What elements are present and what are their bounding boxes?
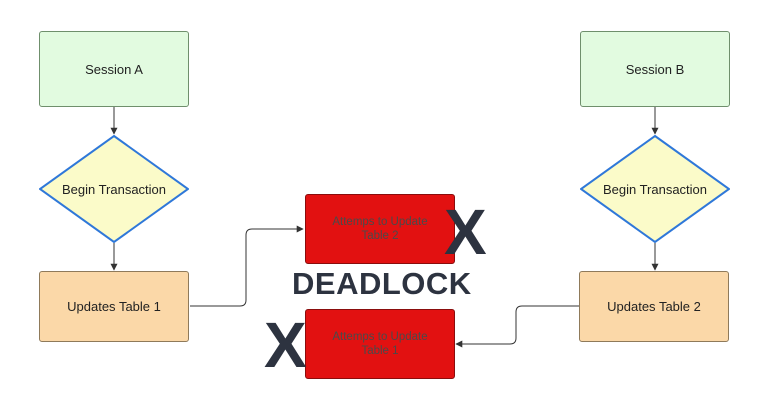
session-b-label: Session B	[625, 61, 685, 77]
x-mark-top-icon: X	[444, 196, 487, 268]
diamond-shape	[580, 135, 730, 243]
connector-update2-to-attempt-table1	[455, 305, 579, 348]
begin-transaction-a-label: Begin Transaction	[61, 181, 167, 197]
session-a-label: Session A	[85, 61, 143, 77]
attempt-update-table-2-label: Attemps to Update Table 2	[332, 216, 428, 242]
diamond-shape	[39, 135, 189, 243]
deadlock-label: DEADLOCK	[292, 266, 472, 301]
updates-table-2-box: Updates Table 2	[579, 271, 729, 342]
attempt-update-table-1-label: Attemps to Update Table 1	[332, 331, 428, 357]
session-b-box: Session B	[580, 31, 730, 107]
begin-transaction-a-decision: Begin Transaction	[39, 135, 189, 243]
attempt-update-table-2-box: Attemps to Update Table 2	[305, 194, 455, 264]
updates-table-1-box: Updates Table 1	[39, 271, 189, 342]
begin-transaction-b-label: Begin Transaction	[602, 181, 708, 197]
updates-table-2-label: Updates Table 2	[607, 299, 701, 314]
connector-update1-to-attempt-table2	[190, 225, 304, 307]
begin-transaction-b-decision: Begin Transaction	[580, 135, 730, 243]
session-a-box: Session A	[39, 31, 189, 107]
updates-table-1-label: Updates Table 1	[67, 299, 161, 314]
x-mark-bottom-icon: X	[264, 309, 307, 381]
attempt-update-table-1-box: Attemps to Update Table 1	[305, 309, 455, 379]
